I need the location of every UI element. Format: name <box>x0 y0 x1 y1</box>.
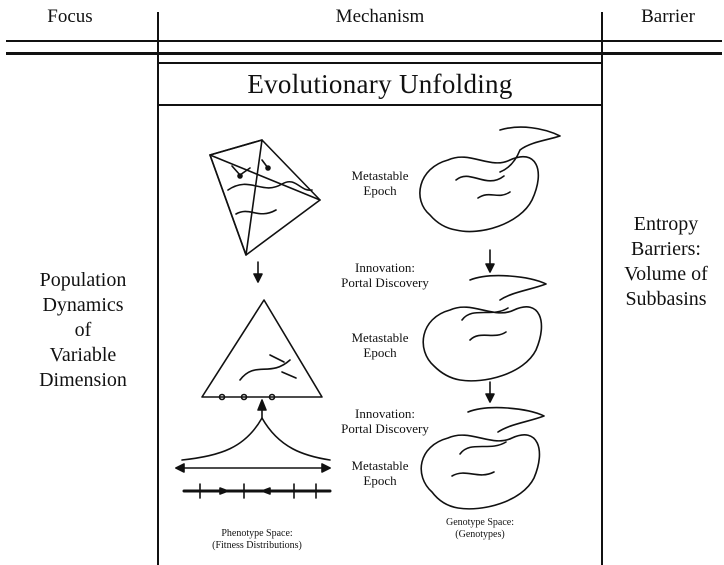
triangle-simplex <box>201 299 323 401</box>
genotype-basin-2 <box>422 274 547 382</box>
genotype-basin-3 <box>420 406 545 510</box>
label-genotype-space: Genotype Space:(Genotypes) <box>445 517 515 540</box>
arrow-up-left <box>257 399 267 419</box>
column-divider-right <box>601 12 603 565</box>
header-rule-bottom <box>6 52 722 55</box>
header-barrier: Barrier <box>641 6 695 27</box>
tetrahedron-simplex <box>209 139 321 256</box>
arrow-down-left-1 <box>253 261 263 283</box>
arrow-down-right-2 <box>485 381 495 403</box>
header-mechanism: Mechanism <box>335 6 425 27</box>
label-innovation-2: Innovation:Portal Discovery <box>341 406 429 436</box>
phenotype-axis <box>182 483 332 499</box>
label-innovation-1: Innovation:Portal Discovery <box>341 260 429 290</box>
genotype-basin-1 <box>419 126 561 233</box>
label-phenotype-space: Phenotype Space:(Fitness Distributions) <box>212 528 302 551</box>
barrier-text: Entropy Barriers: Volume of Subbasins <box>624 213 708 310</box>
mechanism-title: Evolutionary Unfolding <box>158 62 602 106</box>
column-divider-left <box>157 12 159 565</box>
focus-text: Population Dynamics of Variable Dimensio… <box>39 269 127 391</box>
arrow-down-right-1 <box>485 249 495 273</box>
header-focus: Focus <box>47 6 93 27</box>
fitness-distribution-curve <box>175 417 331 473</box>
header-rule-top <box>6 40 722 42</box>
